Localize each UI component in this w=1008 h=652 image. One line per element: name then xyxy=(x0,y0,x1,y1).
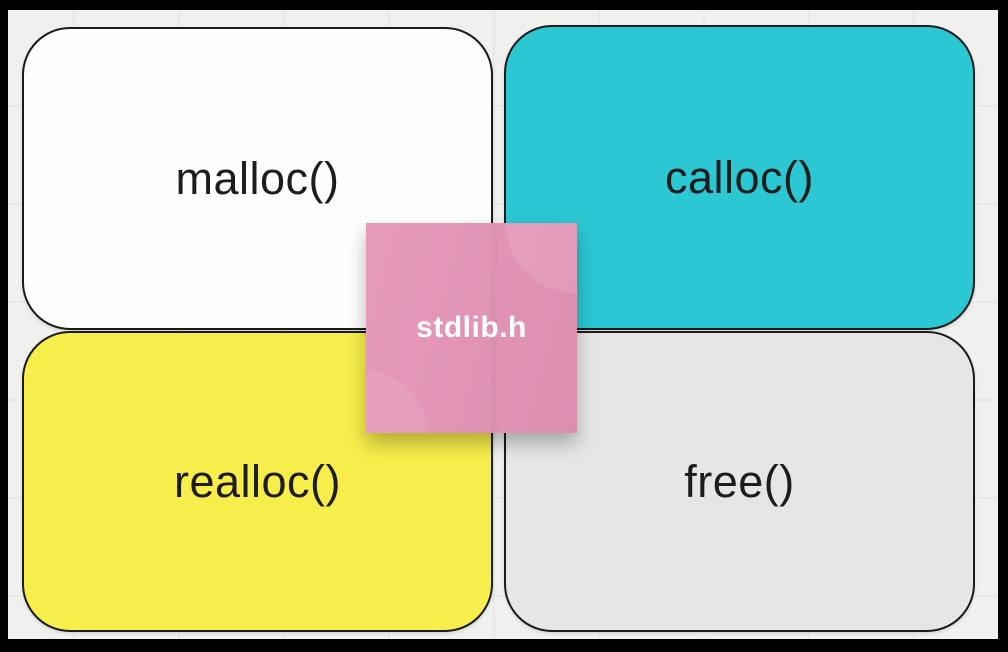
shape-malloc-label: malloc() xyxy=(175,153,340,204)
sticky-note-label: stdlib.h xyxy=(416,311,527,344)
shape-free-label: free() xyxy=(684,456,795,507)
sticky-note-stdlib[interactable]: stdlib.h xyxy=(366,223,577,433)
shape-calloc-label: calloc() xyxy=(664,152,815,203)
shape-calloc[interactable]: calloc() xyxy=(504,25,975,330)
shape-free[interactable]: free() xyxy=(504,331,975,632)
shape-realloc-label: realloc() xyxy=(173,456,342,507)
